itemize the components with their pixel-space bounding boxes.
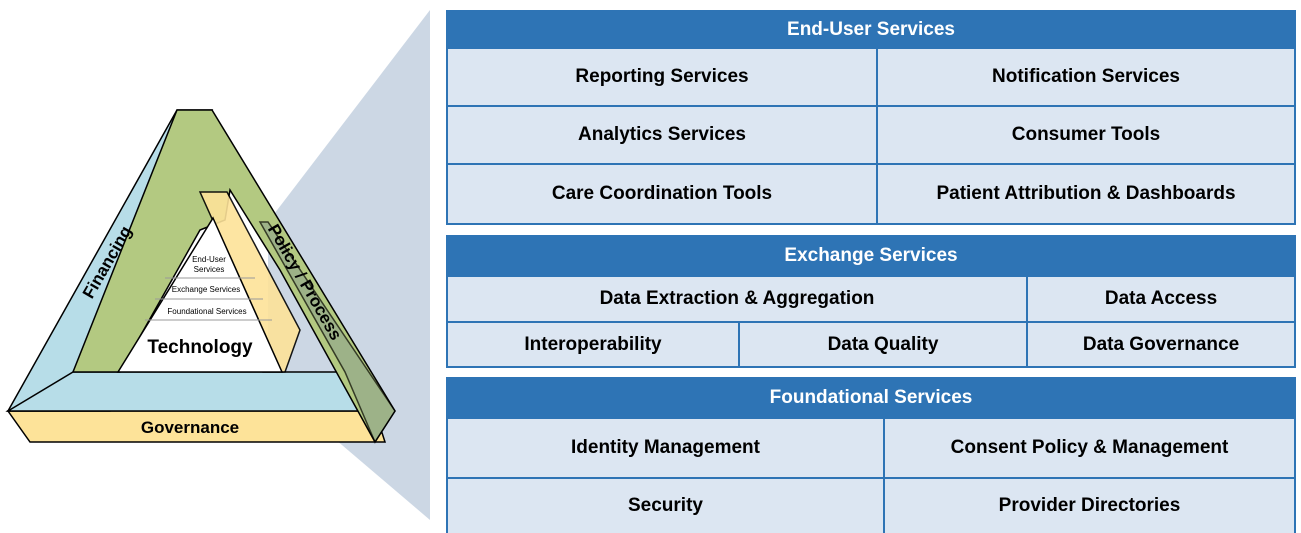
exchange-services-panel: Exchange Services Data Extraction & Aggr… [446,235,1296,368]
end-user-row: Care Coordination Tools Patient Attribut… [448,163,1294,223]
data-governance-cell: Data Governance [1026,323,1294,366]
interoperability-cell: Interoperability [524,333,662,355]
care-coordination-tools-cell: Care Coordination Tools [551,183,773,204]
consumer-tools-cell: Consumer Tools [876,107,1294,163]
exchange-layer-label: Exchange Services [172,285,240,294]
identity-management-cell: Identity Management [571,437,760,458]
foundational-services-header: Foundational Services [448,379,1294,417]
security-cell: Security [628,495,703,516]
end-user-layer-label-1: End-User [192,255,226,264]
analytics-services-cell: Analytics Services [578,124,746,145]
data-quality-cell: Data Quality [738,323,1026,366]
patient-attribution-dashboards-cell: Patient Attribution & Dashboards [876,165,1294,223]
notification-services-cell: Notification Services [876,49,1294,105]
foundational-row: Identity Management Consent Policy & Man… [448,417,1294,477]
end-user-row: Reporting Services Notification Services [448,47,1294,105]
end-user-layer-label-2: Services [194,265,225,274]
foundational-layer-label: Foundational Services [167,307,246,316]
policy-side-shadow [258,221,396,444]
consent-policy-management-cell: Consent Policy & Management [883,419,1294,477]
foundational-row: Security Provider Directories [448,477,1294,533]
end-user-services-panel: End-User Services Reporting Services Not… [446,10,1296,225]
exchange-services-header: Exchange Services [448,237,1294,275]
reporting-services-cell: Reporting Services [575,66,749,87]
end-user-row: Analytics Services Consumer Tools [448,105,1294,163]
data-extraction-aggregation-cell: Data Extraction & Aggregation [599,288,875,309]
end-user-services-header: End-User Services [448,12,1294,47]
technology-inner-triangle [116,216,284,373]
exchange-row: Data Extraction & Aggregation Data Acces… [448,275,1294,321]
technology-triangle-diagram: Financing Policy / Process Governance Te… [5,10,430,520]
provider-directories-cell: Provider Directories [883,479,1294,533]
technology-label: Technology [147,337,253,358]
exchange-row: Interoperability Data Quality Data Gover… [448,321,1294,366]
governance-label: Governance [141,418,239,437]
governance-top-strip [5,371,377,412]
policy-side [71,109,396,444]
foundational-services-panel: Foundational Services Identity Managemen… [446,377,1296,533]
data-access-cell: Data Access [1026,277,1294,321]
